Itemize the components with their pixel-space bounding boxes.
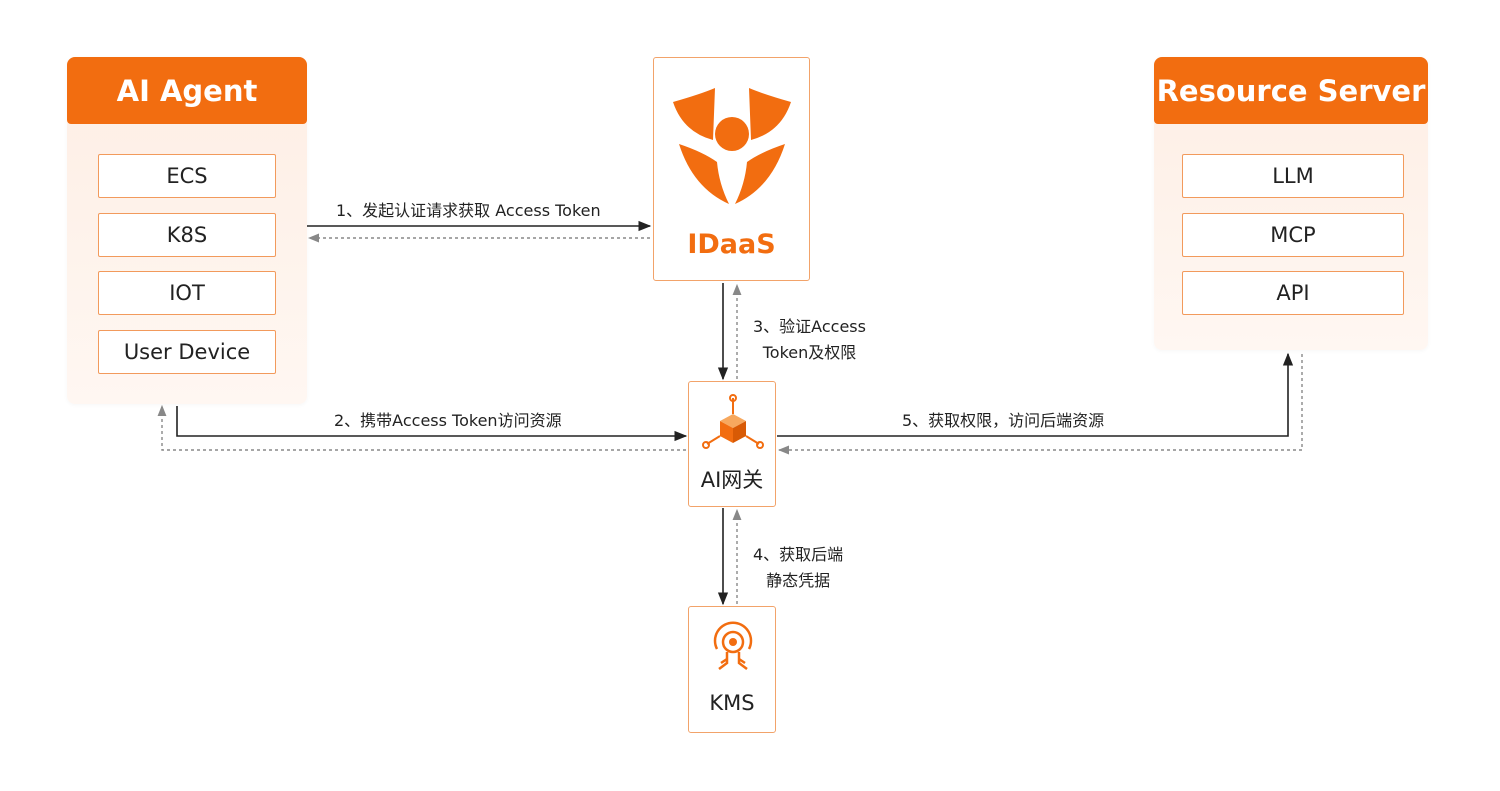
agent-item-ecs: ECS (98, 154, 276, 198)
step5-label: 5、获取权限，访问后端资源 (902, 411, 1105, 430)
gateway-cube-icon (702, 394, 764, 449)
resource-server-title: Resource Server (1154, 57, 1428, 124)
step4-label-line1: 4、获取后端 (753, 545, 844, 564)
ai-gateway-label: AI网关 (700, 468, 764, 492)
arrow-step2-request (176, 406, 688, 442)
step2-label: 2、携带Access Token访问资源 (334, 411, 562, 430)
ai-agent-title: AI Agent (67, 57, 307, 124)
agent-item-user-device: User Device (98, 330, 276, 374)
idaas-label: IDaaS (687, 229, 776, 260)
ai-agent-panel: AI Agent ECS K8S IOT User Device (67, 57, 307, 404)
arrow-step5-request (777, 352, 1294, 437)
step4-label: 4、获取后端 静态凭据 (753, 541, 843, 591)
step3-label-line1: 3、验证Access (753, 317, 866, 336)
key-icon (713, 621, 753, 670)
kms-node: KMS (688, 606, 776, 733)
shield-icon (673, 88, 791, 204)
resource-server-panel: Resource Server LLM MCP API (1154, 57, 1428, 350)
step1-label: 1、发起认证请求获取 Access Token (336, 201, 601, 220)
ai-gateway-node: AI网关 (688, 381, 776, 507)
idaas-node: IDaaS (653, 57, 810, 281)
step3-label-line2: Token及权限 (762, 343, 857, 362)
arrow-step5-response (777, 354, 1303, 455)
agent-item-k8s: K8S (98, 213, 276, 257)
step4-label-line2: 静态凭据 (766, 571, 831, 590)
agent-item-iot: IOT (98, 271, 276, 315)
kms-label: KMS (709, 691, 755, 715)
resource-item-mcp: MCP (1182, 213, 1404, 257)
resource-item-llm: LLM (1182, 154, 1404, 198)
resource-item-api: API (1182, 271, 1404, 315)
step3-label: 3、验证Access Token及权限 (753, 313, 866, 363)
arrow-step2-response (157, 404, 686, 451)
